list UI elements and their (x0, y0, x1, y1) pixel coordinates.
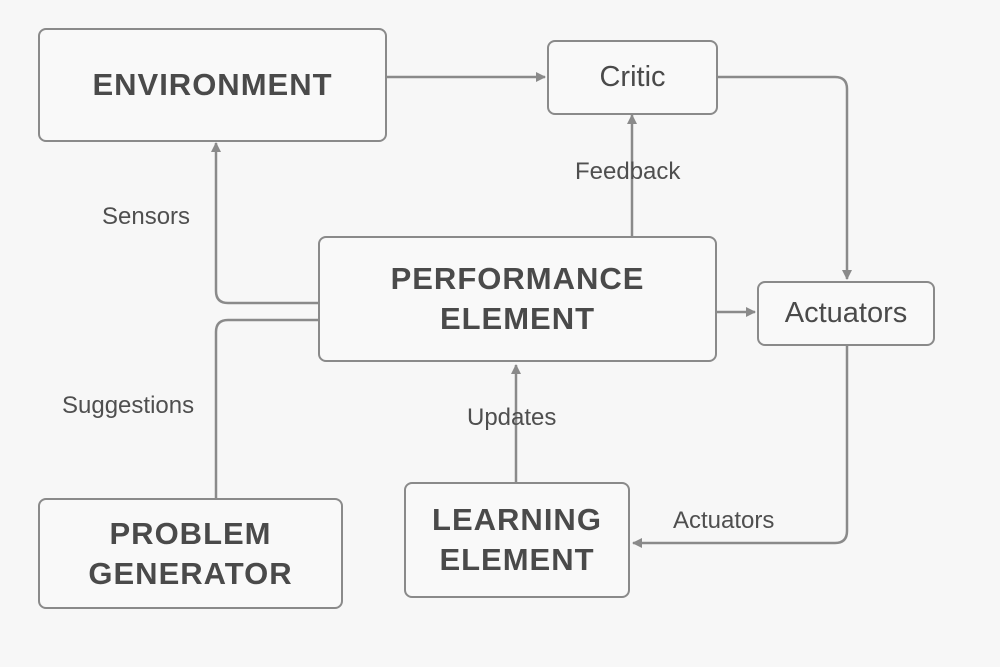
environment-box: ENVIRONMENT (38, 28, 387, 142)
edge-performance-to-environment (211, 142, 318, 305)
problem-generator-box: PROBLEM GENERATOR (38, 498, 343, 609)
learning-label-line1: LEARNING (432, 502, 602, 537)
actuators-edge-label: Actuators (673, 507, 775, 534)
actuators-label: Actuators (784, 297, 908, 329)
updates-edge-label: Updates (467, 404, 557, 431)
performance-element-box: PERFORMANCE ELEMENT (318, 236, 717, 362)
critic-box: Critic (547, 40, 718, 115)
edge-critic-to-actuators (718, 75, 852, 280)
performance-label-line1: PERFORMANCE (390, 261, 645, 296)
problem-label-line2: GENERATOR (88, 555, 293, 591)
sensors-edge-label: Sensors (102, 203, 191, 230)
performance-label-line2: ELEMENT (439, 301, 596, 336)
actuators-box: Actuators (757, 281, 935, 346)
feedback-edge-label: Feedback (575, 158, 681, 185)
learning-label-line2: ELEMENT (439, 542, 595, 577)
problem-label-line1: PROBLEM (109, 515, 272, 551)
edge-problem-generator-to-performance (214, 318, 318, 498)
suggestions-edge-label: Suggestions (62, 392, 195, 419)
environment-label: ENVIRONMENT (92, 67, 333, 102)
critic-label: Critic (599, 61, 666, 93)
learning-element-box: LEARNING ELEMENT (404, 482, 630, 598)
edge-actuators-to-learning (632, 346, 849, 548)
